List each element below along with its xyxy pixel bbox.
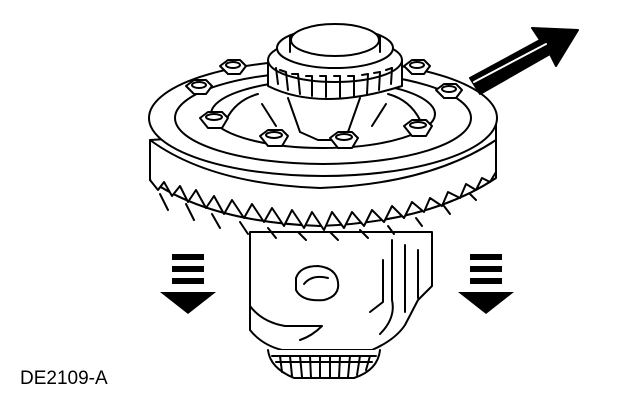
bolt-head	[329, 131, 359, 149]
bolt-head	[219, 59, 247, 75]
pointer-arrow	[469, 27, 579, 95]
bolt-head	[199, 111, 229, 129]
bolt-head	[435, 83, 463, 99]
down-arrow-right	[458, 254, 514, 314]
bolt-head	[403, 119, 433, 137]
bolt-head	[259, 129, 289, 147]
down-arrow-left	[160, 254, 216, 314]
differential-case-body	[249, 231, 433, 351]
case-window	[295, 265, 340, 302]
lower-bearing	[267, 349, 381, 379]
bolt-head	[403, 59, 431, 75]
ring-gear-bolts	[185, 59, 463, 149]
figure-caption: DE2109-A	[20, 368, 108, 389]
bolt-head	[185, 79, 213, 95]
upper-bearing	[267, 23, 403, 100]
